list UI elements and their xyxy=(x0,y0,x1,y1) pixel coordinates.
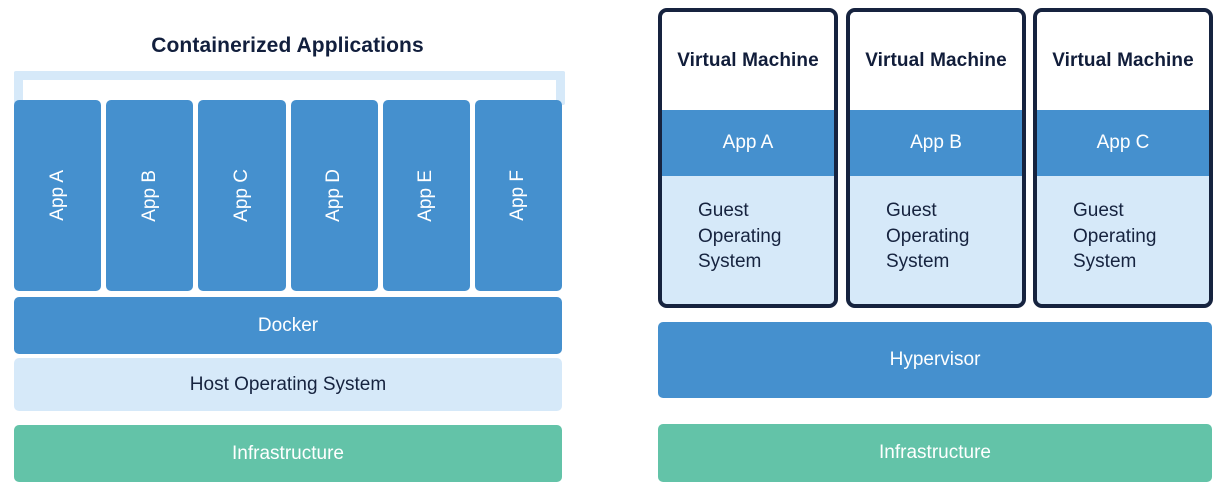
virtual-machine-guest-os-1: Guest Operating System xyxy=(662,176,834,304)
containers-panel: Containerized Applications App A App B A… xyxy=(14,34,565,482)
hypervisor-layer[interactable]: Hypervisor xyxy=(658,322,1212,398)
virtual-machine-card-3[interactable]: Virtual Machine App C Guest Operating Sy… xyxy=(1033,8,1213,308)
virtual-machine-app-2[interactable]: App B xyxy=(850,110,1022,176)
virtual-machine-title-3: Virtual Machine xyxy=(1037,12,1209,110)
virtual-machine-title-2: Virtual Machine xyxy=(850,12,1022,110)
virtual-machine-guest-os-2: Guest Operating System xyxy=(850,176,1022,304)
virtual-machine-card-2[interactable]: Virtual Machine App B Guest Operating Sy… xyxy=(846,8,1026,308)
infrastructure-layer-left[interactable]: Infrastructure xyxy=(14,425,562,482)
host-operating-system-layer[interactable]: Host Operating System xyxy=(14,358,562,411)
virtual-machine-title-1: Virtual Machine xyxy=(662,12,834,110)
container-app-c[interactable]: App C xyxy=(198,100,286,291)
virtual-machine-card-1[interactable]: Virtual Machine App A Guest Operating Sy… xyxy=(658,8,838,308)
virtual-machine-app-1[interactable]: App A xyxy=(662,110,834,176)
container-app-f[interactable]: App F xyxy=(474,100,563,291)
virtual-machine-guest-os-3: Guest Operating System xyxy=(1037,176,1209,304)
container-app-e[interactable]: App E xyxy=(382,100,470,291)
container-app-a[interactable]: App A xyxy=(14,100,102,291)
page-title: Containerized Applications xyxy=(151,34,424,58)
virtual-machine-app-3[interactable]: App C xyxy=(1037,110,1209,176)
infrastructure-layer-right[interactable]: Infrastructure xyxy=(658,424,1212,482)
container-app-d[interactable]: App D xyxy=(290,100,378,291)
container-bracket xyxy=(14,71,565,105)
container-app-row: App A App B App C App D App E App F xyxy=(14,100,563,291)
docker-layer[interactable]: Docker xyxy=(14,297,562,354)
container-app-b[interactable]: App B xyxy=(106,100,194,291)
